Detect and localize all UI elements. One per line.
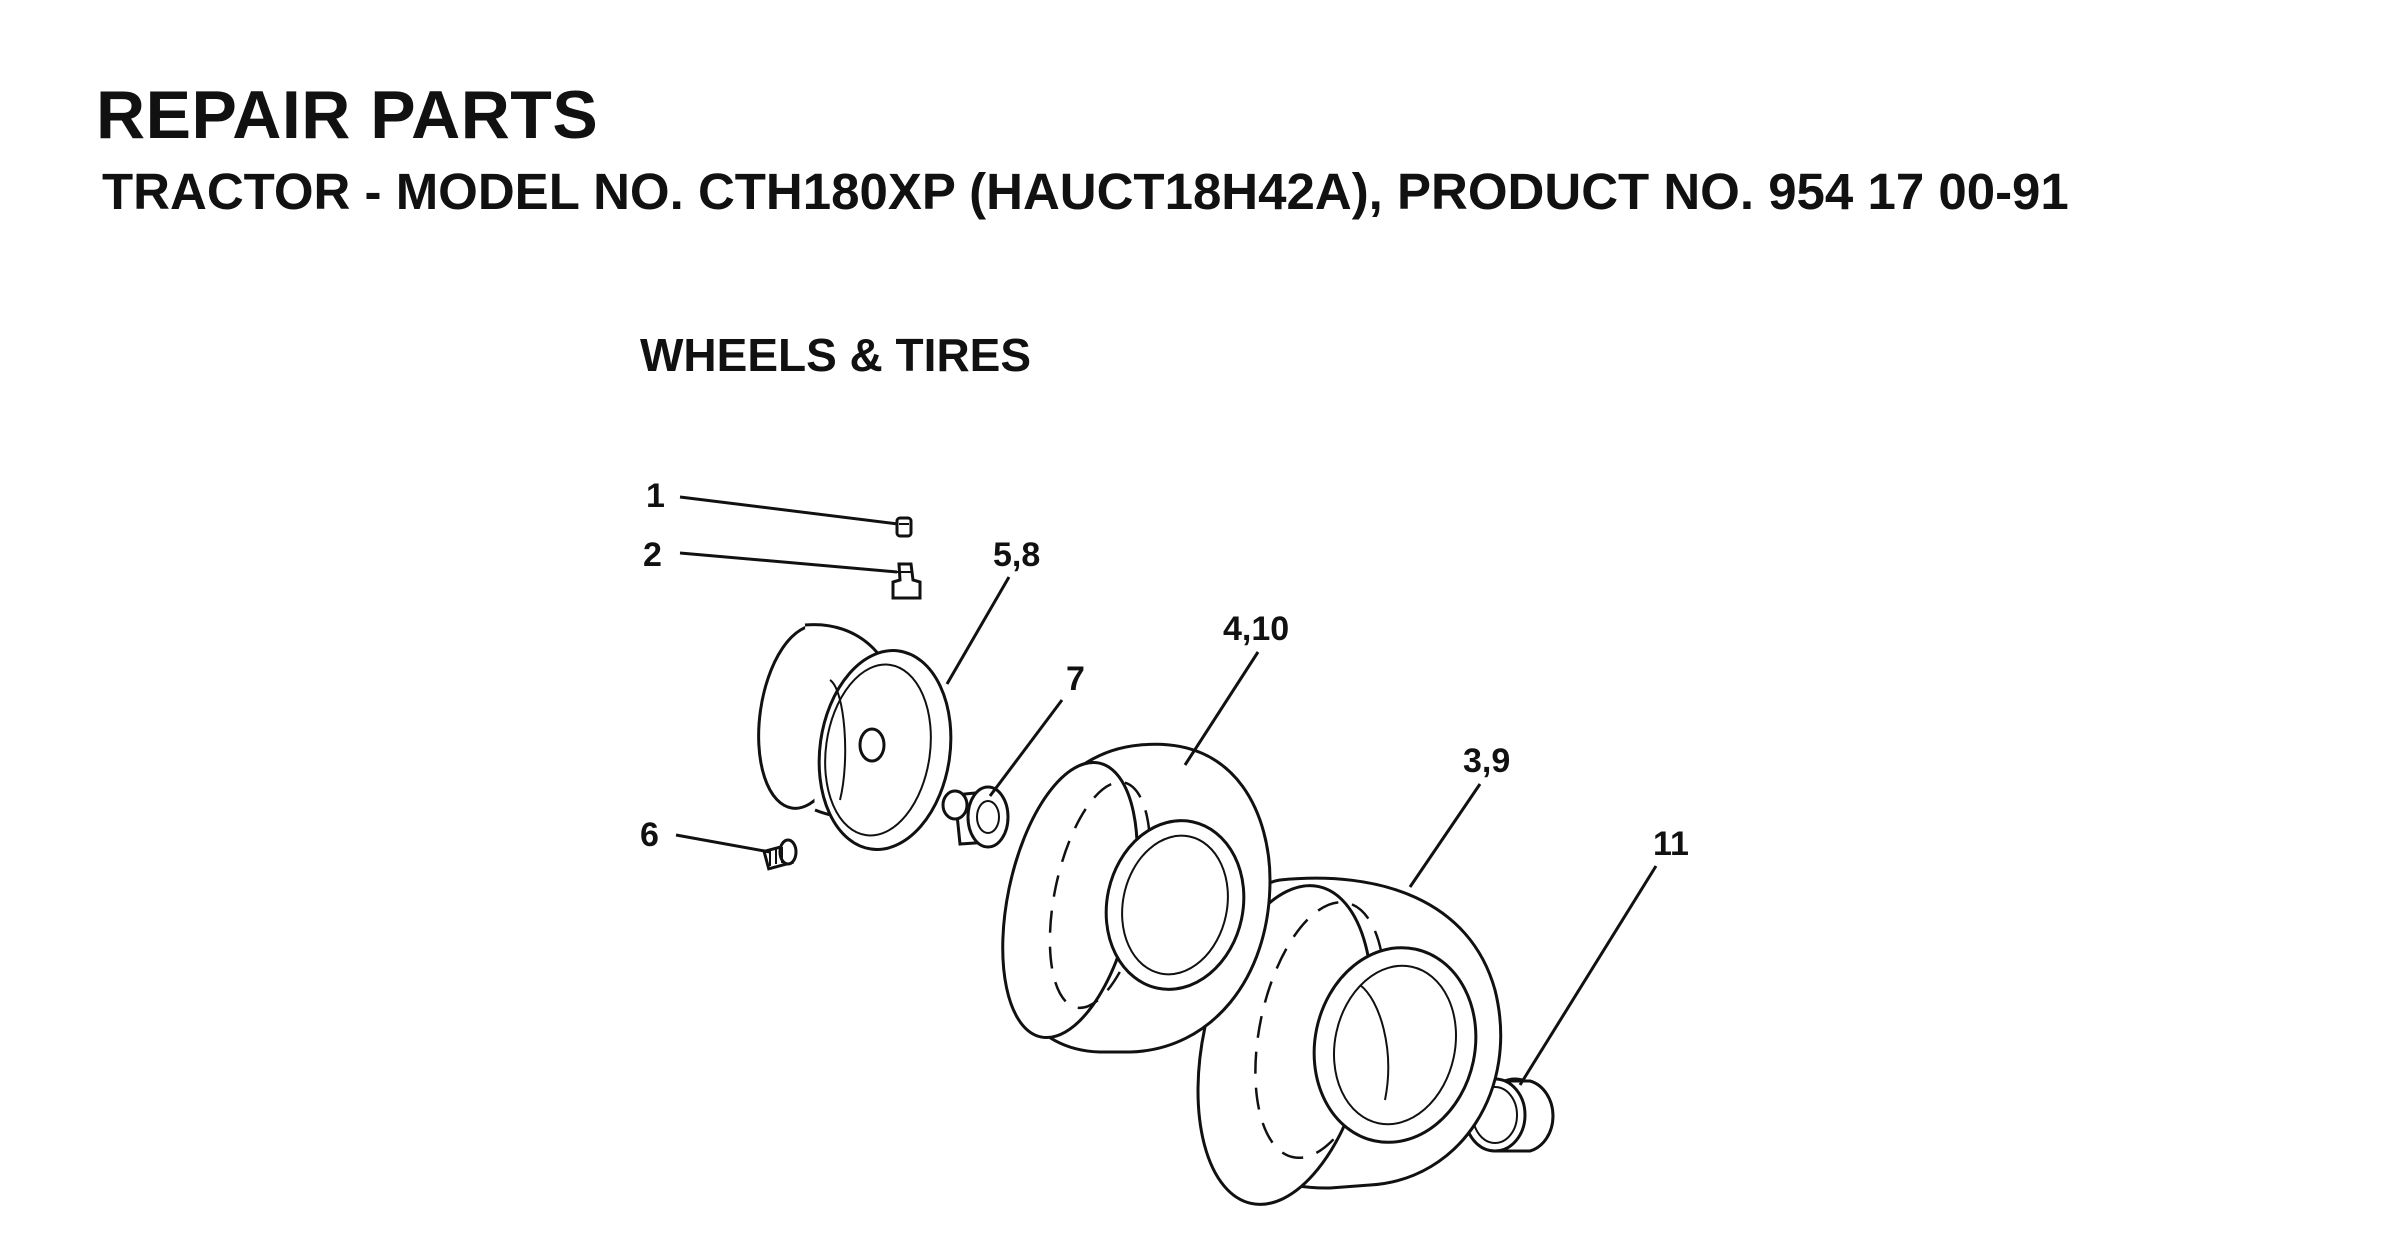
callout-11: 11: [1653, 825, 1689, 863]
callout-1: 1: [646, 477, 665, 515]
section-title: WHEELS & TIRES: [640, 329, 1032, 381]
part-3-9-tire: [1196, 876, 1503, 1206]
callout-3-9: 3,9: [1463, 742, 1510, 780]
part-6-bolt: [762, 838, 798, 871]
model-subtitle: TRACTOR - MODEL NO. CTH180XP (HAUCT18H42…: [102, 163, 2069, 220]
leader-lines: [675, 495, 1658, 1086]
page-title: REPAIR PARTS: [96, 77, 599, 153]
part-11-cap: [1463, 1077, 1555, 1153]
part-2-valve-stem: [891, 562, 922, 600]
part-1-valve-cap: [895, 516, 913, 538]
callout-7: 7: [1066, 660, 1085, 698]
callout-5-8: 5,8: [993, 536, 1040, 574]
callout-4-10: 4,10: [1223, 610, 1289, 648]
callout-6: 6: [640, 816, 659, 854]
part-4-10-tire: [1001, 742, 1272, 1054]
part-7-bushing: [941, 785, 1010, 849]
part-5-8-rim: [757, 623, 953, 851]
callout-2: 2: [643, 536, 662, 574]
